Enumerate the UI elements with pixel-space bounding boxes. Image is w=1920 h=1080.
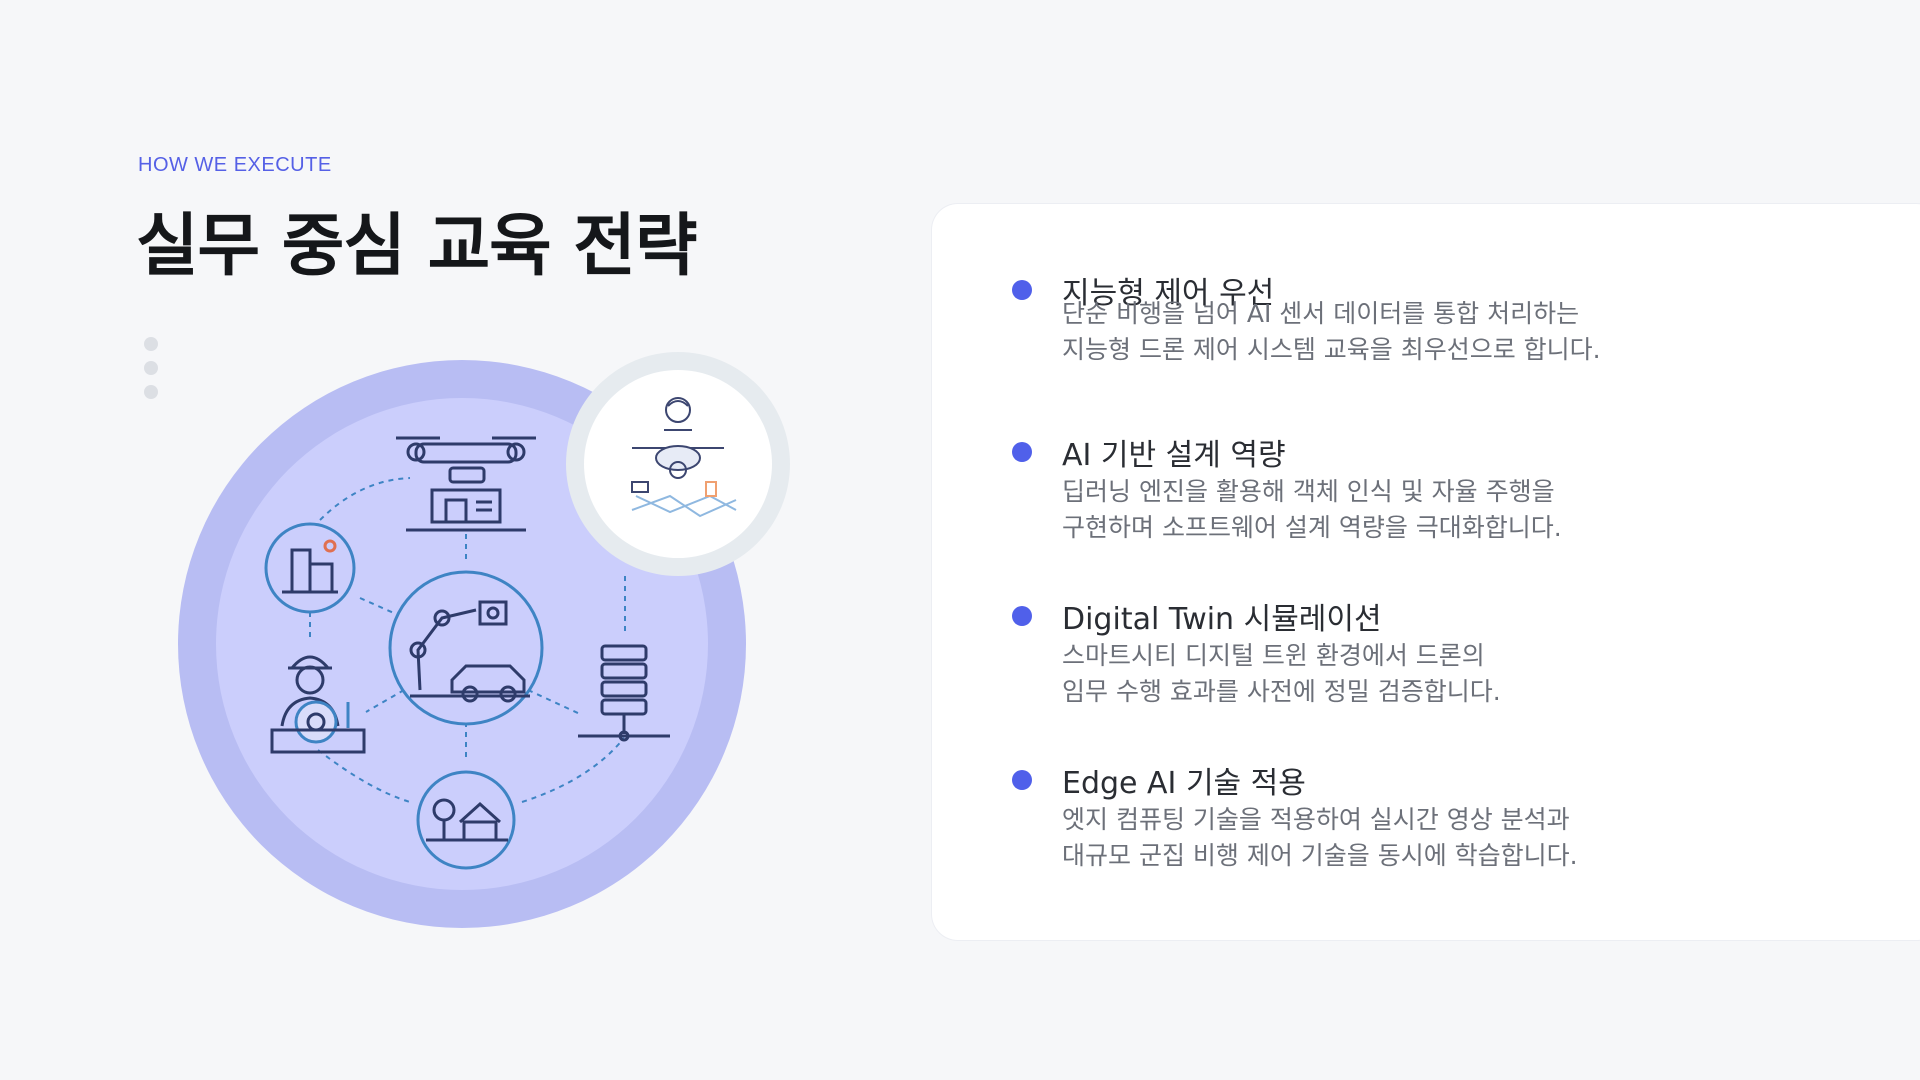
robot-arm-car-circle	[388, 570, 544, 726]
strategy-desc-1-line1: 단순 비행을 넘어 AI 센서 데이터를 통합 처리하는	[1062, 299, 1580, 328]
drone-camera-icon	[396, 436, 536, 532]
strategy-desc-4-line1: 엣지 컴퓨팅 기술을 적용하여 실시간 영상 분석과	[1062, 805, 1570, 834]
robot-arm-car-icon	[409, 600, 530, 703]
city-building-icon	[282, 539, 338, 594]
section-eyebrow: HOW WE EXECUTE	[138, 154, 332, 176]
house-icon-circle	[416, 770, 516, 870]
dot	[144, 337, 158, 351]
strategy-desc-2-line2: 구현하며 소프트웨어 설계 역량을 극대화합니다.	[1062, 513, 1562, 542]
strategy-desc-1-line2: 지능형 드론 제어 시스템 교육을 최우선으로 합니다.	[1062, 335, 1601, 364]
dot	[144, 361, 158, 375]
bullet-dot	[1012, 770, 1032, 790]
strategy-desc-3-line2: 임무 수행 효과를 사전에 정밀 검증합니다.	[1062, 677, 1501, 706]
strategy-title-4: Edge AI 기술 적용	[1062, 766, 1306, 801]
dot	[144, 385, 158, 399]
bullet-dot	[1012, 606, 1032, 626]
strategy-desc-4-line2: 대규모 군집 비행 제어 기술을 동시에 학습합니다.	[1062, 841, 1578, 870]
smart-city-drone-icon	[631, 397, 737, 518]
strategy-title-3: Digital Twin 시뮬레이션	[1062, 602, 1382, 637]
strategy-desc-2-line1: 딥러닝 엔진을 활용해 객체 인식 및 자율 주행을	[1062, 477, 1555, 506]
bullet-dot	[1012, 442, 1032, 462]
strategy-card: 지능형 제어 우선 단순 비행을 넘어 AI 센서 데이터를 통합 처리하는 지…	[932, 204, 1920, 940]
page-title: 실무 중심 교육 전략	[136, 207, 698, 286]
driver-worker-icon	[270, 655, 366, 754]
pagination-dots	[144, 337, 158, 409]
strategy-title-2: AI 기반 설계 역량	[1062, 438, 1286, 473]
strategy-title-1: 지능형 제어 우선	[1062, 276, 1275, 311]
bullet-dot	[1012, 280, 1032, 300]
house-tree-icon	[426, 798, 508, 842]
flow-arrows	[309, 477, 626, 803]
strategy-desc-3-line1: 스마트시티 디지털 트윈 환경에서 드론의	[1062, 641, 1485, 670]
workflow-illustration	[178, 352, 790, 928]
server-rack-icon	[578, 644, 670, 742]
